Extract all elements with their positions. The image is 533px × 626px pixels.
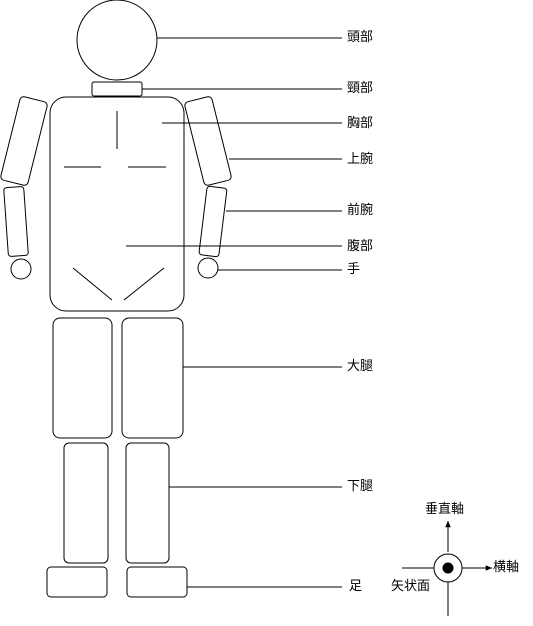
- right-upper-arm-shape: [184, 96, 232, 186]
- left-upper-arm-shape: [0, 96, 48, 186]
- left-foot-shape: [46, 566, 108, 598]
- head-shape: [76, 0, 158, 81]
- neck-label: 頸部: [347, 81, 374, 96]
- axis-origin-dot: [442, 562, 454, 574]
- thigh-label: 大腿: [347, 359, 374, 374]
- right-groin-line: [123, 267, 165, 301]
- abdomen-label: 腹部: [347, 239, 374, 254]
- right-hand-shape: [197, 257, 219, 279]
- head-label: 頭部: [347, 30, 374, 45]
- left-hand-shape: [10, 258, 32, 280]
- torso-shape: [49, 96, 185, 312]
- neck-shape: [91, 81, 143, 97]
- left-thigh-shape: [52, 317, 113, 439]
- right-thigh-shape: [121, 317, 184, 439]
- horizontal-axis-label: 横軸: [493, 560, 520, 575]
- chest-label: 胸部: [347, 116, 374, 131]
- left-forearm-shape: [3, 186, 29, 257]
- vertical-axis-label: 垂直軸: [425, 502, 465, 517]
- left-lower-leg-shape: [63, 442, 109, 564]
- upper-arm-label: 上腕: [347, 152, 374, 167]
- foot-label: 足: [349, 579, 363, 594]
- right-lower-leg-shape: [125, 442, 170, 564]
- sagittal-plane-label: 矢状面: [391, 579, 431, 594]
- left-groin-line: [72, 267, 113, 301]
- right-foot-shape: [126, 566, 188, 598]
- forearm-label: 前腕: [347, 203, 374, 218]
- hand-label: 手: [347, 262, 361, 277]
- right-forearm-shape: [198, 185, 228, 258]
- lower-leg-label: 下腿: [347, 479, 374, 494]
